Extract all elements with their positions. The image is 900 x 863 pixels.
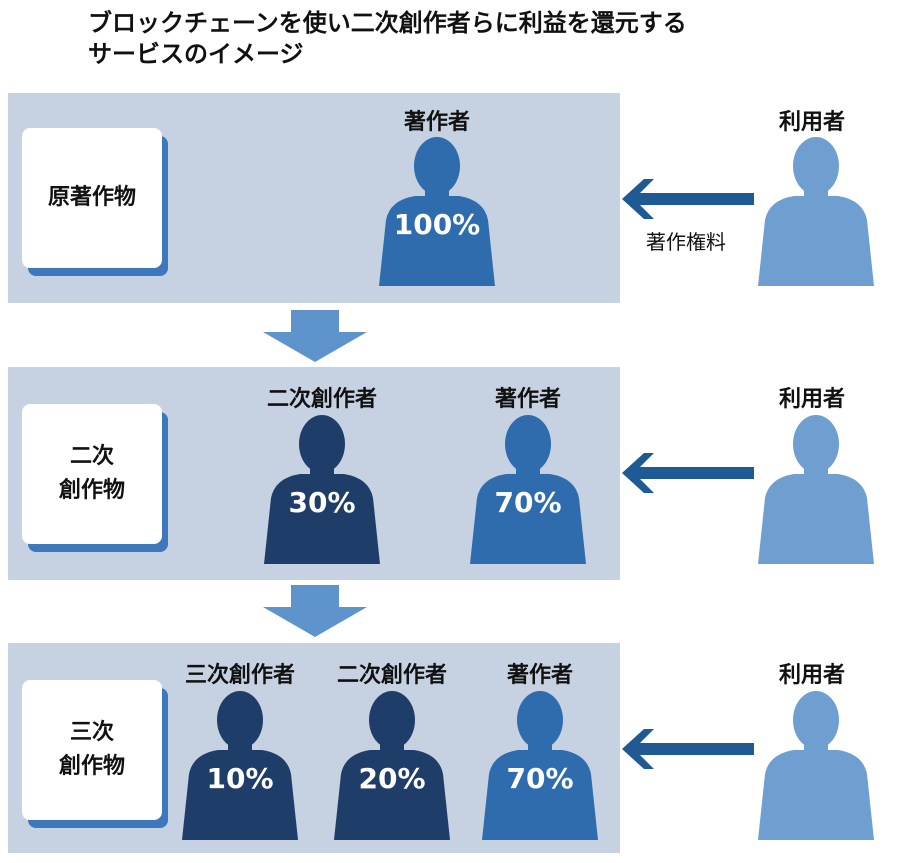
- diagram-title: ブロックチェーンを使い二次創作者らに利益を還元する サービスのイメージ: [88, 8, 687, 70]
- tertiary-work-card: 三次創作物: [22, 680, 168, 828]
- title-line-1: ブロックチェーンを使い二次創作者らに利益を還元する: [88, 9, 687, 37]
- user-person-icon: [756, 412, 876, 564]
- author-person-icon: 70%: [480, 688, 600, 840]
- user-person-icon: [756, 134, 876, 286]
- royalty-arrow-icon: [622, 729, 754, 769]
- author-label: 著作者: [494, 387, 561, 412]
- secondary-work-card: 二次創作物: [22, 404, 168, 552]
- secondary-creator-label: 二次創作者: [336, 663, 447, 688]
- author-person-icon: 100%: [377, 134, 497, 286]
- tertiary-creator-label: 三次創作者: [184, 663, 295, 688]
- original-work-card: 原著作物: [22, 128, 168, 276]
- secondary-creator-share: 20%: [358, 762, 426, 795]
- royalty-label: 著作権料: [646, 230, 726, 254]
- down-arrow-icon: [263, 310, 367, 362]
- user-label: 利用者: [778, 110, 845, 135]
- title-line-2: サービスのイメージ: [88, 40, 304, 68]
- author-person-icon: 70%: [468, 412, 588, 564]
- secondary-work-label: 二次創作物: [22, 404, 162, 544]
- tertiary-creator-share: 10%: [206, 762, 274, 795]
- author-share: 70%: [506, 762, 574, 795]
- secondary-creator-label: 二次創作者: [266, 387, 377, 412]
- author-label: 著作者: [403, 110, 470, 135]
- original-work-label: 原著作物: [22, 128, 162, 268]
- down-arrow-icon: [263, 585, 367, 637]
- user-person-icon: [756, 688, 876, 840]
- royalty-arrow-icon: [622, 179, 754, 219]
- author-label: 著作者: [506, 663, 573, 688]
- author-share: 100%: [393, 208, 481, 241]
- secondary-creator-share: 30%: [288, 486, 356, 519]
- author-share: 70%: [494, 486, 562, 519]
- tertiary-creator-person-icon: 10%: [180, 688, 300, 840]
- royalty-arrow-icon: [622, 453, 754, 493]
- user-label: 利用者: [778, 663, 845, 688]
- tertiary-work-label: 三次創作物: [22, 680, 162, 820]
- secondary-creator-person-icon: 30%: [262, 412, 382, 564]
- user-label: 利用者: [778, 387, 845, 412]
- secondary-creator-person-icon: 20%: [332, 688, 452, 840]
